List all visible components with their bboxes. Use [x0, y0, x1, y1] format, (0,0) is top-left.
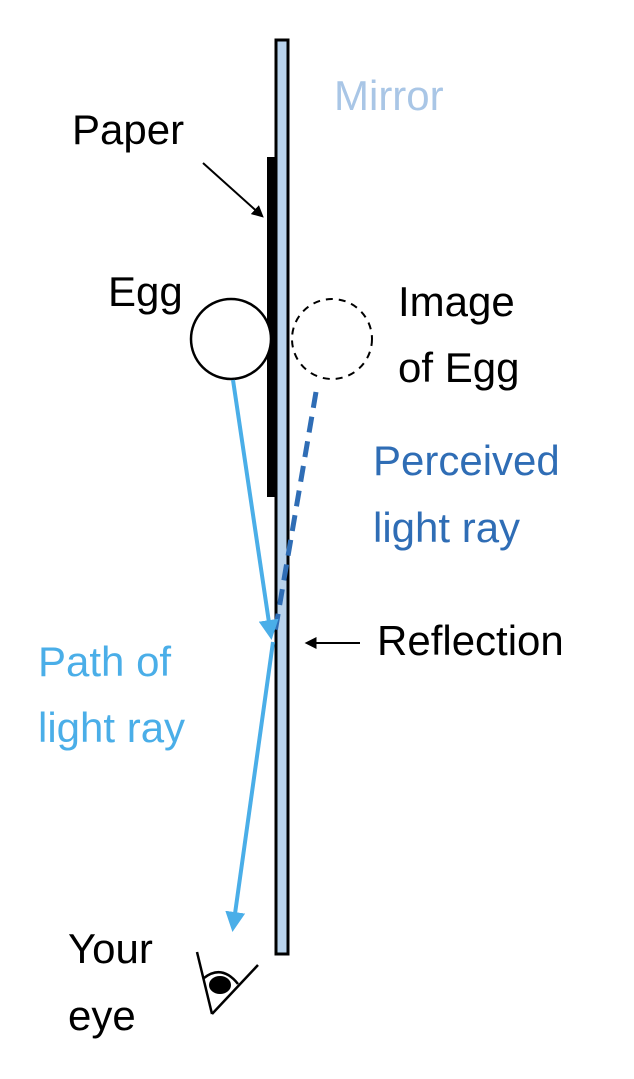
- paper-pointer-arrow: [202, 162, 264, 218]
- egg: [189, 297, 273, 381]
- eye-icon: [195, 951, 259, 1015]
- egg-label: Egg: [108, 268, 183, 315]
- path-of-light-ray-label-line2: light ray: [38, 704, 186, 751]
- reflection-label: Reflection: [377, 617, 564, 664]
- mirror-label: Mirror: [334, 72, 444, 119]
- paper-label: Paper: [72, 106, 185, 153]
- image-of-egg-label-line2: of Egg: [398, 344, 520, 391]
- your-eye-label-line1: Your: [68, 925, 153, 972]
- paper: [267, 157, 275, 497]
- perceived-ray-label-line1: Perceived: [373, 437, 560, 484]
- light-ray-reflected: [225, 641, 275, 932]
- perceived-light-ray: [271, 391, 319, 639]
- egg-image: [291, 298, 373, 380]
- path-of-light-ray-label-line1: Path of: [38, 638, 172, 685]
- perceived-ray-label-line2: light ray: [373, 504, 521, 551]
- image-of-egg-label-line1: Image: [398, 278, 515, 325]
- mirror: [274, 38, 290, 956]
- your-eye-label-line2: eye: [68, 992, 136, 1039]
- light-ray-incident: [231, 379, 279, 640]
